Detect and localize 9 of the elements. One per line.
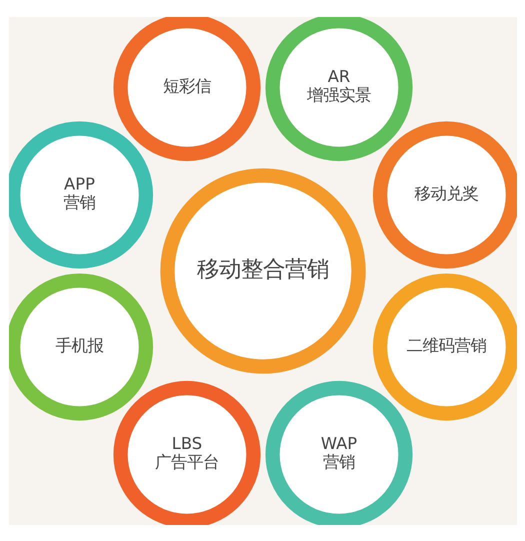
node-circle: 短彩信 [112,16,260,161]
node-circle: APP 营销 [8,120,153,268]
node-circle: 二维码营销 [372,272,516,420]
node-circle: 手机报 [8,272,153,420]
node-circle: 移动兑奖 [372,120,516,268]
node-circle: AR 增强实景 [264,16,412,161]
node-circle: WAP 营销 [264,380,412,524]
node-circle: 移动整合营销 [160,168,366,374]
node-circle: LBS 广告平台 [112,380,260,524]
